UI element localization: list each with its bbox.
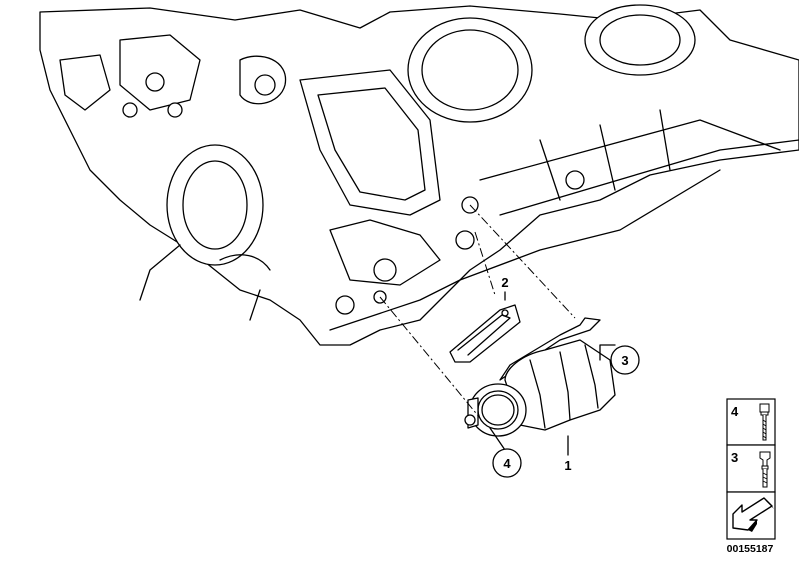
side-panel-label-3: 3 — [731, 450, 738, 465]
side-panel-label-4: 4 — [731, 404, 739, 419]
gasket-part — [449, 304, 521, 363]
assembly-lines — [379, 204, 576, 419]
callout-4: 4 — [492, 448, 522, 478]
sensor-housing-part — [464, 317, 616, 437]
svg-text:2: 2 — [501, 275, 508, 290]
svg-text:3: 3 — [621, 353, 628, 368]
svg-text:1: 1 — [564, 458, 571, 473]
callout-1: 1 — [564, 458, 571, 473]
document-number: 00155187 — [727, 543, 774, 555]
leader-lines — [489, 291, 616, 456]
callout-3: 3 — [610, 345, 640, 375]
bolt-icon — [759, 403, 770, 441]
side-panel: 4 3 00155187 — [726, 398, 776, 555]
direction-arrow-icon — [732, 497, 774, 532]
svg-text:4: 4 — [503, 456, 511, 471]
engine-block-illustration — [39, 4, 799, 346]
stud-bolt-icon — [759, 451, 771, 488]
callout-2: 2 — [501, 275, 508, 290]
